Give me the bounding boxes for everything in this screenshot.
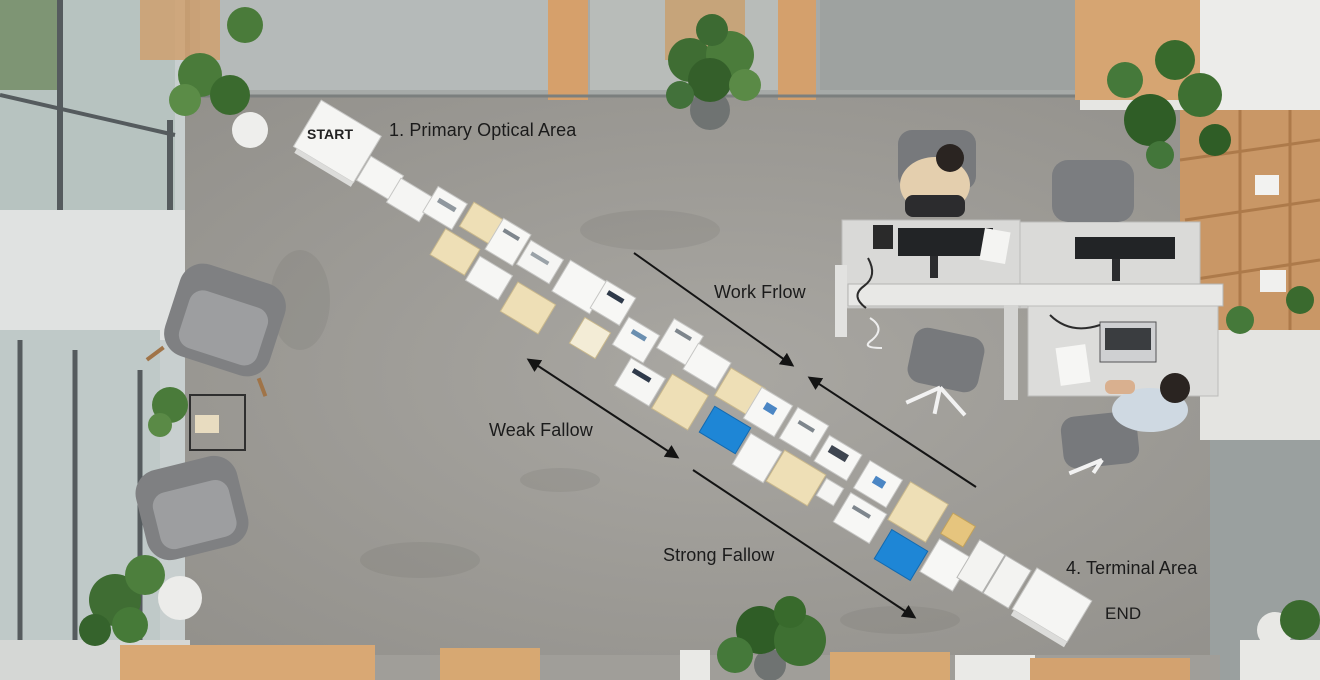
end-label: END (1105, 604, 1142, 623)
terminal-area-label: 4. Terminal Area (1066, 558, 1198, 578)
lounge-chair (135, 455, 249, 561)
work-flow-return-arrow (807, 376, 977, 488)
potted-plant (717, 596, 826, 680)
work-flow-label: Work Frlow (714, 282, 806, 302)
potted-plant (1226, 286, 1320, 648)
wooden-bench (120, 645, 375, 680)
open-binder (956, 539, 1032, 609)
document-trail (292, 99, 1093, 648)
potted-plant (1107, 40, 1231, 169)
work-flow-arrow (633, 252, 795, 367)
side-table (189, 394, 246, 451)
blue-folder (873, 528, 929, 582)
potted-plant (666, 14, 761, 130)
concrete-texture (270, 210, 960, 634)
paper-stack-start (292, 99, 382, 187)
office-desk-cluster (835, 219, 1224, 400)
top-glass-wall (190, 0, 1090, 100)
computer-monitor (1075, 237, 1175, 259)
potted-plant (79, 555, 202, 646)
seated-worker (900, 144, 970, 217)
blue-folder (698, 405, 752, 455)
paper-stack-end (1010, 567, 1093, 648)
weak-fallow-arrow (526, 358, 680, 459)
start-label: START (307, 126, 354, 142)
wood-pillar (778, 0, 816, 100)
potted-plant (148, 387, 188, 437)
bottom-edge (120, 645, 1220, 680)
flow-arrows (526, 252, 977, 619)
potted-plant (169, 7, 268, 148)
strong-fallow-arrow (692, 469, 917, 619)
weak-fallow-label: Weak Fallow (489, 420, 593, 440)
strong-fallow-label: Strong Fallow (663, 545, 775, 565)
primary-optical-area-label: 1. Primary Optical Area (389, 120, 577, 140)
wood-pillar (548, 0, 588, 100)
lounge-chair (145, 263, 286, 397)
seated-worker (1105, 373, 1190, 432)
computer-monitor (898, 228, 993, 256)
